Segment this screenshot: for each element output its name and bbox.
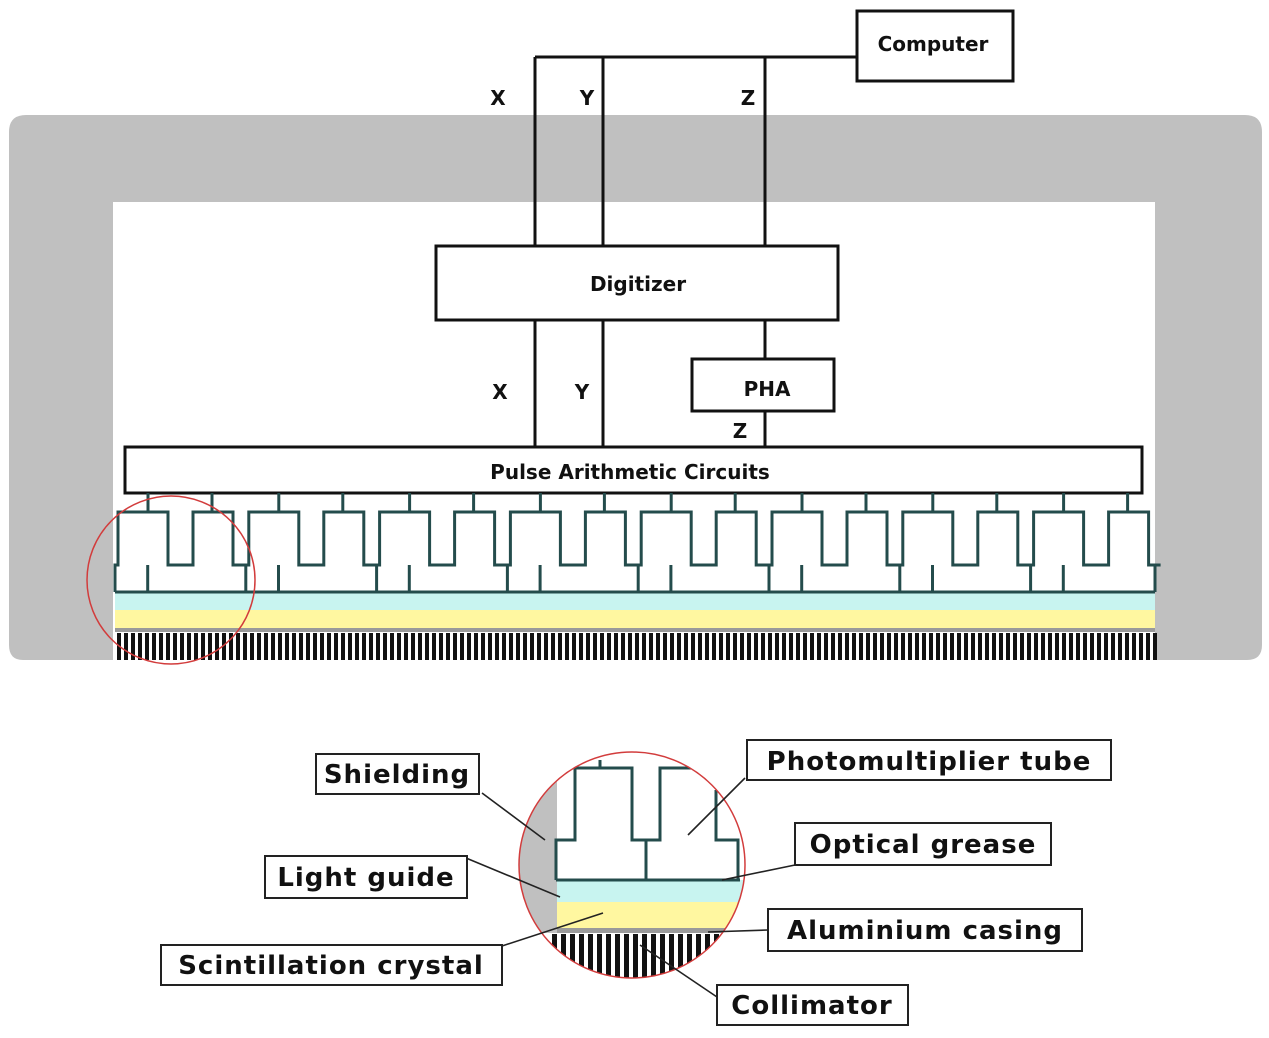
signal-z-top: Z: [741, 86, 756, 110]
pulse-arithmetic-box: [123, 445, 1144, 495]
callout-light-guide-label: Light guide: [277, 863, 454, 893]
callout-aluminium-casing-label: Aluminium casing: [787, 916, 1063, 946]
signal-x-top: X: [490, 86, 506, 110]
light-guide-layer: [115, 592, 1155, 610]
signal-y-mid: Y: [574, 380, 590, 404]
callout-scintillation-crystal-label: Scintillation crystal: [178, 951, 484, 981]
pulse-arithmetic-label: Pulse Arithmetic Circuits: [490, 460, 770, 484]
inset-photomultiplier-tubes: [554, 760, 740, 882]
pha-label: PHA: [744, 377, 791, 401]
signal-x-mid: X: [492, 380, 508, 404]
signal-y-top: Y: [579, 86, 595, 110]
zoom-highlight-circle: [86, 495, 256, 665]
callout-aluminium-casing: Aluminium casing: [767, 908, 1083, 952]
callout-photomultiplier-tube-label: Photomultiplier tube: [767, 747, 1092, 777]
digitizer-label: Digitizer: [590, 272, 686, 296]
callout-scintillation-crystal: Scintillation crystal: [160, 944, 503, 986]
scintillation-crystal-layer: [115, 610, 1155, 628]
inset-scintillation-crystal: [557, 902, 745, 928]
callout-shielding: Shielding: [315, 753, 480, 795]
collimator: [117, 633, 1157, 660]
callout-light-guide: Light guide: [264, 855, 468, 899]
callout-photomultiplier-tube: Photomultiplier tube: [746, 739, 1112, 781]
callout-optical-grease: Optical grease: [794, 822, 1052, 866]
aluminium-casing-layer: [115, 628, 1155, 632]
callout-optical-grease-label: Optical grease: [810, 830, 1037, 860]
callout-collimator-label: Collimator: [731, 991, 892, 1021]
zoom-inset: [518, 751, 746, 979]
signal-z-mid: Z: [733, 419, 748, 443]
callout-leaders: [465, 777, 796, 998]
callout-collimator: Collimator: [716, 984, 909, 1026]
inset-light-guide: [557, 880, 745, 902]
callout-shielding-label: Shielding: [324, 760, 470, 790]
signal-wires: [533, 55, 857, 447]
computer-box: [855, 9, 1015, 83]
photomultiplier-tube-array: [113, 493, 1161, 594]
pha-box: [690, 357, 836, 413]
digitizer-box: [434, 244, 840, 322]
computer-label: Computer: [878, 32, 989, 56]
shielding-housing: [9, 115, 1262, 660]
inset-aluminium-casing: [557, 928, 745, 933]
